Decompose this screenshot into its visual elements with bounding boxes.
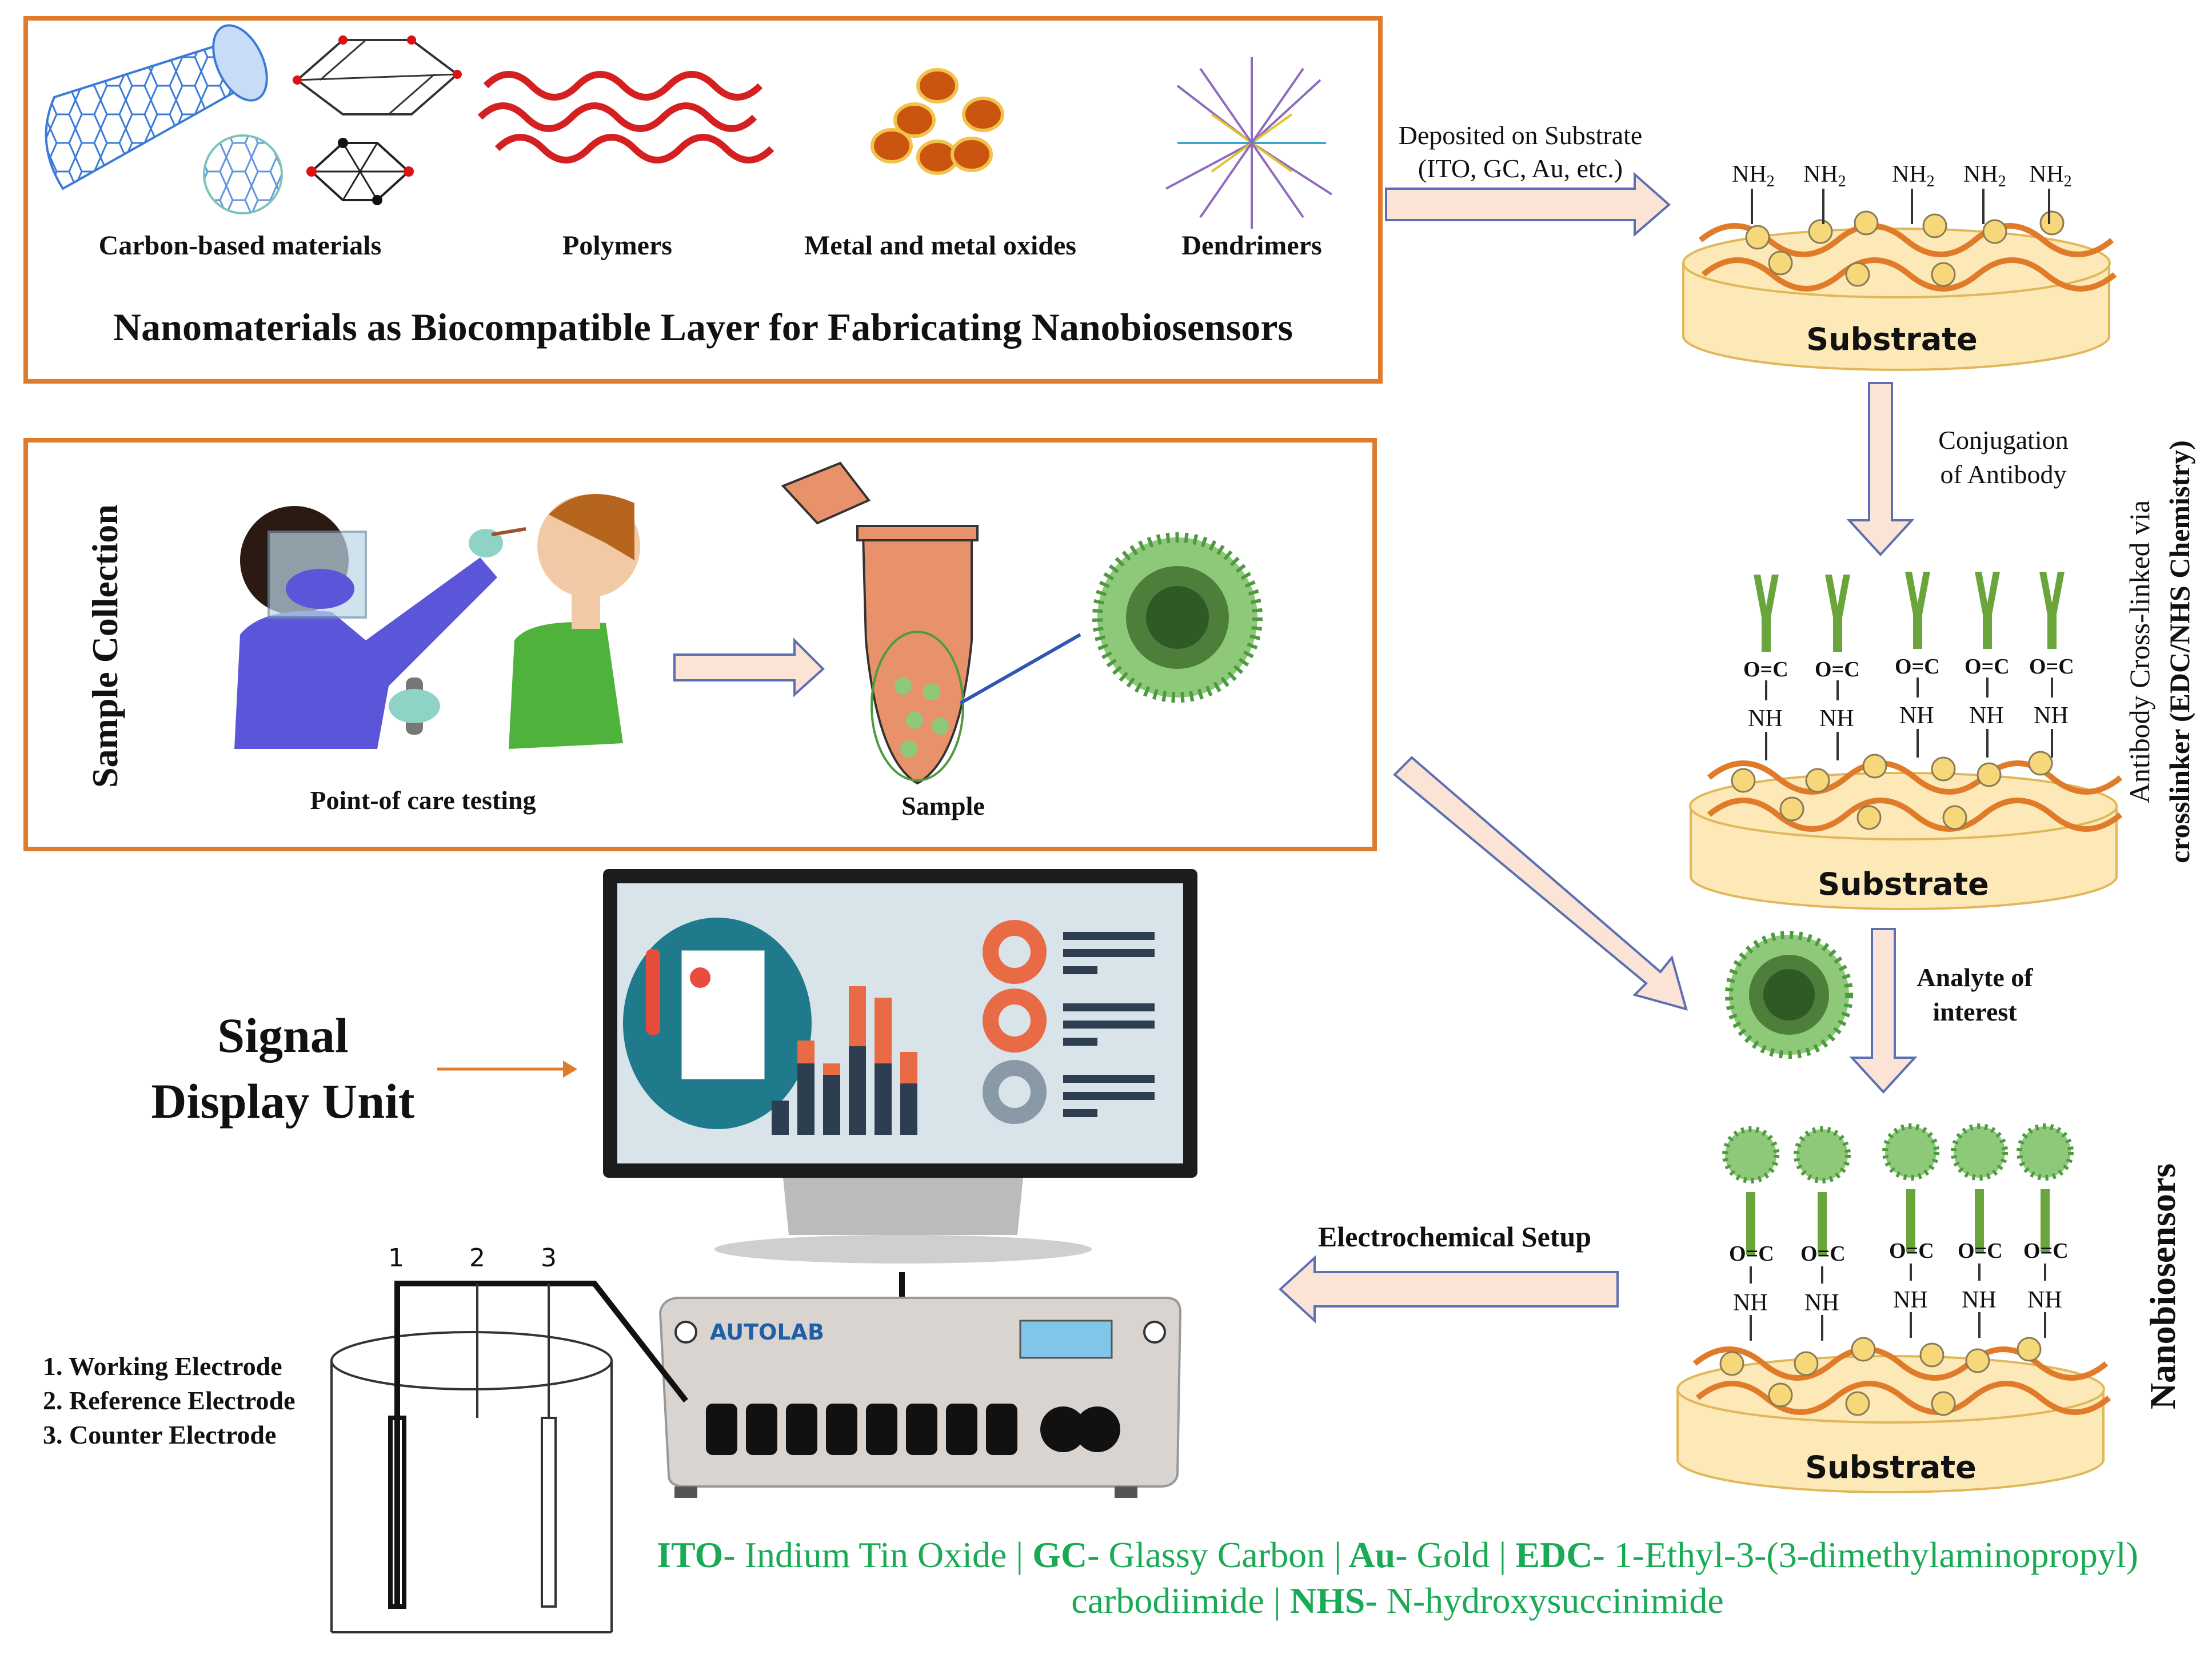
legend-line-2: carbodiimide | NHS- N-hydroxysuccinimide bbox=[600, 1578, 2195, 1624]
legend-abbr: EDC- bbox=[1506, 1535, 1605, 1575]
substrate-amine bbox=[1682, 189, 2117, 371]
oc-label: O=C bbox=[1743, 657, 1788, 681]
sample-arrow bbox=[673, 637, 825, 698]
nh-label: NH bbox=[2027, 1287, 2062, 1313]
healthcare-worker-icon bbox=[234, 506, 526, 749]
patient-icon bbox=[509, 494, 640, 749]
substrate-nanobiosensor bbox=[1676, 1123, 2111, 1493]
dendrimer-icon bbox=[1165, 57, 1333, 229]
substrate-label: Substrate bbox=[1806, 321, 1977, 357]
nh2-label: NH2 bbox=[2029, 161, 2072, 190]
legend-full: N-hydroxysuccinimide bbox=[1377, 1580, 1724, 1621]
diagonal-arrow bbox=[1393, 756, 1688, 1011]
legend-full: Indium Tin Oxide | bbox=[735, 1535, 1024, 1575]
oc-label: O=C bbox=[2029, 655, 2074, 679]
sample-collection-box bbox=[23, 438, 1377, 851]
polymer-chains-icon bbox=[477, 71, 774, 164]
nh-label: NH bbox=[1893, 1287, 1928, 1313]
nanobiosensors-side-label: Nanobiosensors bbox=[2142, 1163, 2183, 1409]
virus-icon bbox=[1092, 532, 1263, 703]
oc-label: O=C bbox=[1815, 657, 1860, 681]
nh2-label: NH2 bbox=[1963, 161, 2006, 190]
signal-display-line1: Signal bbox=[217, 1008, 348, 1063]
deposit-arrow bbox=[1385, 172, 1671, 237]
legend-abbr: NHS- bbox=[1280, 1580, 1377, 1621]
carbon-nanotube-icon bbox=[45, 24, 268, 190]
sample-collection-title: Sample Collection bbox=[85, 504, 125, 788]
crosslink-side-label-line2: crosslinker (EDC/NHS Chemistry) bbox=[2163, 440, 2195, 863]
nh-label: NH bbox=[1733, 1290, 1768, 1316]
nh2-label: NH2 bbox=[1892, 161, 1935, 190]
material-label-metal: Metal and metal oxides bbox=[804, 230, 1076, 261]
nh-label: NH bbox=[1819, 706, 1854, 732]
legend-abbr: GC- bbox=[1023, 1535, 1100, 1575]
nh-label: NH bbox=[1969, 703, 2004, 729]
metal-nanoparticles-icon bbox=[871, 68, 1004, 175]
oc-label: O=C bbox=[1895, 655, 1940, 679]
nh-label: NH bbox=[2034, 703, 2069, 729]
deposit-label-line1: Deposited on Substrate bbox=[1399, 121, 1643, 150]
analyte-arrow bbox=[1849, 928, 1918, 1094]
signal-display-line2: Display Unit bbox=[151, 1074, 415, 1129]
fullerene-icon bbox=[203, 134, 283, 214]
legend-full: Glassy Carbon | bbox=[1099, 1535, 1341, 1575]
sample-label: Sample bbox=[901, 791, 985, 820]
electrode-number: 3 bbox=[541, 1244, 557, 1273]
top-box-title: Nanomaterials as Biocompatible Layer for… bbox=[113, 305, 1293, 349]
legend-abbr: Au- bbox=[1341, 1535, 1408, 1575]
graphene-icon bbox=[293, 35, 462, 115]
substrate-antibody bbox=[1689, 572, 2123, 910]
conjugation-arrow bbox=[1846, 382, 1915, 556]
screen-bar-chart bbox=[772, 986, 917, 1135]
legend-abbr: ITO- bbox=[657, 1535, 736, 1575]
electrochem-label: Electrochemical Setup bbox=[1318, 1221, 1591, 1253]
autolab-device-icon bbox=[658, 1297, 1182, 1498]
electrochem-arrow bbox=[1279, 1255, 1619, 1324]
electrode-list-item: 1. Working Electrode bbox=[43, 1352, 282, 1381]
material-label-polymers: Polymers bbox=[562, 230, 672, 261]
conjugation-label-line1: Conjugation bbox=[1938, 425, 2068, 455]
electrode-list-item: 3. Counter Electrode bbox=[43, 1420, 276, 1449]
nh2-label: NH2 bbox=[1803, 161, 1846, 190]
conjugation-label-line2: of Antibody bbox=[1940, 460, 2066, 489]
legend-full: Gold | bbox=[1407, 1535, 1507, 1575]
nh-label: NH bbox=[1748, 706, 1783, 732]
deposit-label-line2: (ITO, GC, Au, etc.) bbox=[1418, 154, 1623, 183]
legend-line-1: ITO- Indium Tin Oxide | GC- Glassy Carbo… bbox=[600, 1532, 2195, 1578]
virus-icon bbox=[1725, 931, 1853, 1059]
oc-label: O=C bbox=[1800, 1242, 1846, 1266]
analyte-label-line2: interest bbox=[1932, 997, 2017, 1026]
legend-full: 1-Ethyl-3-(3-dimethylaminopropyl) bbox=[1604, 1535, 2138, 1575]
nh-label: NH bbox=[1899, 703, 1934, 729]
substrate-label: Substrate bbox=[1818, 866, 1989, 902]
material-label-dendrimers: Dendrimers bbox=[1181, 230, 1321, 261]
analyte-label-line1: Analyte of bbox=[1916, 963, 2033, 992]
oc-label: O=C bbox=[1889, 1239, 1934, 1263]
crystal-lattice-icon bbox=[306, 138, 414, 205]
oc-label: O=C bbox=[1958, 1239, 2003, 1263]
nanomaterials-box bbox=[23, 16, 1383, 384]
electrode-number: 2 bbox=[469, 1244, 485, 1273]
nh2-label: NH2 bbox=[1732, 161, 1775, 190]
legend-full: carbodiimide | bbox=[1071, 1580, 1281, 1621]
nh-label: NH bbox=[1962, 1287, 1997, 1313]
material-label-carbon: Carbon-based materials bbox=[99, 230, 382, 261]
electrode-number: 1 bbox=[388, 1244, 404, 1273]
screen-donuts bbox=[983, 920, 1155, 1124]
crosslink-side-label-line1: Antibody Cross-linked via bbox=[2123, 500, 2155, 804]
poc-label: Point-of care testing bbox=[310, 786, 536, 815]
oc-label: O=C bbox=[1965, 655, 2010, 679]
electrochemical-cell-icon bbox=[330, 1281, 688, 1633]
autolab-label: AUTOLAB bbox=[710, 1320, 824, 1345]
oc-label: O=C bbox=[1729, 1242, 1774, 1266]
oc-label: O=C bbox=[2023, 1239, 2069, 1263]
electrode-list-item: 2. Reference Electrode bbox=[43, 1386, 296, 1415]
signal-arrow bbox=[437, 1061, 577, 1078]
substrate-label: Substrate bbox=[1805, 1449, 1976, 1485]
nh-label: NH bbox=[1804, 1290, 1839, 1316]
abbreviation-legend: ITO- Indium Tin Oxide | GC- Glassy Carbo… bbox=[600, 1532, 2195, 1647]
sample-tube-icon bbox=[781, 461, 1081, 785]
